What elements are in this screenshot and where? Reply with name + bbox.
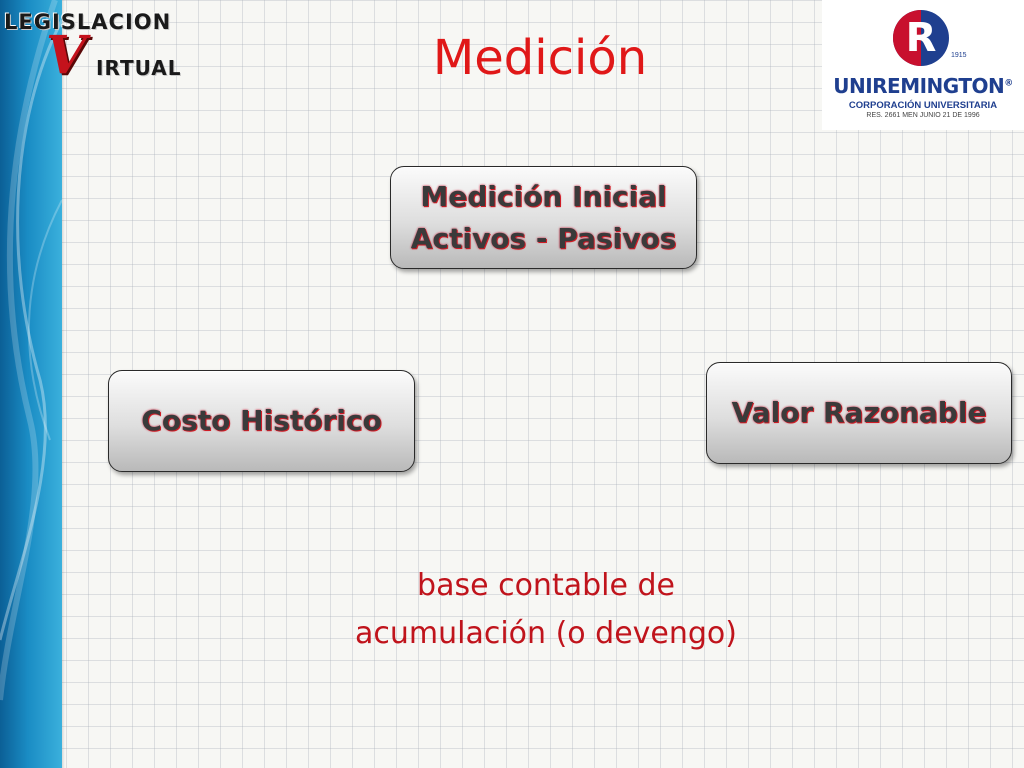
logo-text-legislacion: LEGISLACION xyxy=(4,10,172,34)
strip-edge xyxy=(62,0,65,768)
uniremington-name-text: UNIREMINGTON xyxy=(833,74,1005,98)
uniremington-emblem: R xyxy=(893,10,949,66)
emblem-year: 1915 xyxy=(951,52,967,59)
registered-mark: ® xyxy=(1004,78,1013,89)
costo-historico-label: Costo Histórico xyxy=(141,404,382,437)
medicion-inicial-line2: Activos - Pasivos xyxy=(410,221,677,255)
caption-line2: acumulación (o devengo) xyxy=(354,616,737,651)
medicion-inicial-box: Medición Inicial Activos - Pasivos xyxy=(390,166,697,269)
accrual-basis-caption: base contable de acumulación (o devengo) xyxy=(300,562,792,658)
caption-line1: base contable de xyxy=(417,568,675,603)
emblem-red-half xyxy=(893,10,921,66)
emblem-letter: R xyxy=(905,15,937,61)
decorative-swirl xyxy=(0,0,62,701)
left-accent-strip xyxy=(0,0,62,768)
logo-letter-v: V xyxy=(46,25,87,86)
valor-razonable-box: Valor Razonable xyxy=(706,362,1012,464)
logo-text-virtual: IRTUAL xyxy=(96,56,182,80)
legislacion-virtual-logo: LEGISLACION V IRTUAL xyxy=(0,4,210,82)
uniremington-resolution: RES. 2661 MEN JUNIO 21 DE 1996 xyxy=(866,112,980,119)
medicion-inicial-line1: Medición Inicial xyxy=(420,179,667,213)
uniremington-name: UNIREMINGTON® xyxy=(826,74,1020,98)
costo-historico-box: Costo Histórico xyxy=(108,370,415,472)
uniremington-logo: R 1915 UNIREMINGTON® CORPORACIÓN UNIVERS… xyxy=(822,0,1024,130)
slide-title: Medición xyxy=(432,30,648,86)
valor-razonable-label: Valor Razonable xyxy=(731,396,987,429)
uniremington-subtitle: CORPORACIÓN UNIVERSITARIA xyxy=(848,100,998,111)
